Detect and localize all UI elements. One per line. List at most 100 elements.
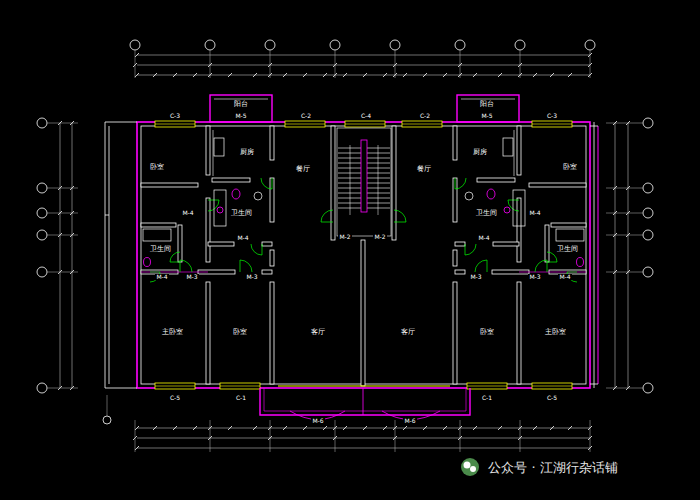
stair-tread	[367, 163, 390, 164]
room: 卫生间	[148, 245, 173, 255]
door-swing	[535, 260, 547, 272]
wash-basin	[254, 192, 262, 200]
interior-wall	[453, 126, 457, 160]
door-window-tag: C-2	[419, 113, 431, 119]
extension-line	[270, 420, 271, 452]
door-window-tag: M-4	[155, 274, 168, 280]
axis-bubble	[37, 383, 47, 393]
stair-tread	[338, 153, 361, 154]
extension-line	[590, 50, 591, 78]
annex-wall	[105, 388, 137, 389]
window	[285, 121, 325, 127]
kitchen-counter	[213, 130, 214, 176]
interior-wall	[517, 198, 521, 262]
room-name: 主卧室	[161, 329, 184, 337]
room: 阳台	[478, 100, 496, 110]
interior-wall	[270, 126, 274, 160]
stair-tread	[367, 153, 390, 154]
stair-rail	[361, 140, 367, 212]
dimension-line	[60, 123, 61, 388]
dimension-tick	[343, 73, 347, 77]
dimension-tick	[253, 426, 257, 430]
stair-tread	[367, 173, 390, 174]
door-window-tag: M-5	[234, 113, 247, 119]
dimension-tick	[283, 426, 287, 430]
room: 卫生间	[555, 245, 580, 255]
dimension-tick	[423, 426, 427, 430]
window	[467, 386, 507, 387]
interior-wall	[212, 178, 250, 182]
stair-tread	[367, 148, 390, 149]
door-swing	[475, 260, 487, 272]
bay-window	[466, 388, 467, 411]
extension-line	[335, 50, 336, 78]
interior-wall	[545, 225, 549, 262]
dimension-tick	[173, 73, 177, 77]
room-name: 餐厅	[295, 166, 311, 174]
annex-wall	[594, 122, 595, 388]
door-window-tag: M-6	[311, 418, 324, 424]
window	[278, 385, 450, 386]
axis-bubble	[515, 40, 525, 50]
dimension-line	[137, 75, 590, 76]
dimension-tick	[568, 73, 572, 77]
dimension-tick	[363, 426, 367, 430]
door-swing	[170, 252, 180, 262]
interior-wall	[551, 223, 586, 227]
bay-window	[260, 388, 470, 415]
door-window-tag: C-1	[235, 395, 247, 401]
door-window-tag: M-4	[236, 235, 249, 241]
dimension-tick	[568, 426, 572, 430]
interior-wall	[455, 270, 465, 274]
door-window-tag: M-4	[528, 210, 541, 216]
bay-window	[363, 388, 364, 415]
window	[220, 386, 260, 387]
window	[532, 121, 572, 127]
annex-wall	[109, 126, 110, 384]
bathtub	[556, 229, 584, 241]
dimension-tick	[498, 426, 502, 430]
room-name: 卧室	[562, 164, 578, 172]
extension-line	[47, 123, 78, 124]
dimension-tick	[550, 426, 554, 430]
annex-wall	[590, 126, 598, 127]
annex-wall	[598, 126, 599, 384]
dimension-tick	[423, 73, 427, 77]
door-window-tag: M-3	[528, 274, 541, 280]
annex-wall	[105, 122, 137, 123]
interior-wall	[477, 178, 515, 182]
interior-wall	[262, 270, 272, 274]
extension-line	[47, 188, 78, 189]
interior-wall	[141, 183, 198, 187]
balcony-rail	[214, 99, 268, 100]
stair-tread	[338, 163, 361, 164]
bay-window	[264, 411, 466, 412]
room: 卧室	[231, 328, 249, 338]
dimension-line	[137, 428, 590, 429]
dimension-tick	[323, 73, 327, 77]
window	[402, 124, 442, 125]
interior-wall	[206, 282, 210, 384]
door-window-tag: C-4	[360, 113, 372, 119]
stair-arrow	[378, 145, 379, 215]
dimension-line	[72, 123, 73, 388]
extension-line	[606, 123, 643, 124]
interior-wall	[270, 250, 274, 266]
window	[155, 386, 195, 387]
dimension-tick	[135, 426, 139, 430]
room-name: 客厅	[400, 329, 416, 337]
room: 厨房	[238, 148, 256, 158]
toilet	[487, 189, 495, 199]
kitchen-counter	[514, 130, 515, 176]
door-swing	[455, 178, 466, 189]
room: 主卧室	[543, 328, 568, 338]
extension-line	[107, 395, 108, 416]
dimension-tick	[473, 426, 477, 430]
axis-bubble	[643, 383, 653, 393]
axis-bubble	[455, 40, 465, 50]
interior-wall	[270, 282, 274, 384]
room-name: 阳台	[479, 101, 495, 109]
window	[402, 121, 442, 127]
extension-line	[395, 50, 396, 78]
extension-line	[395, 420, 396, 452]
